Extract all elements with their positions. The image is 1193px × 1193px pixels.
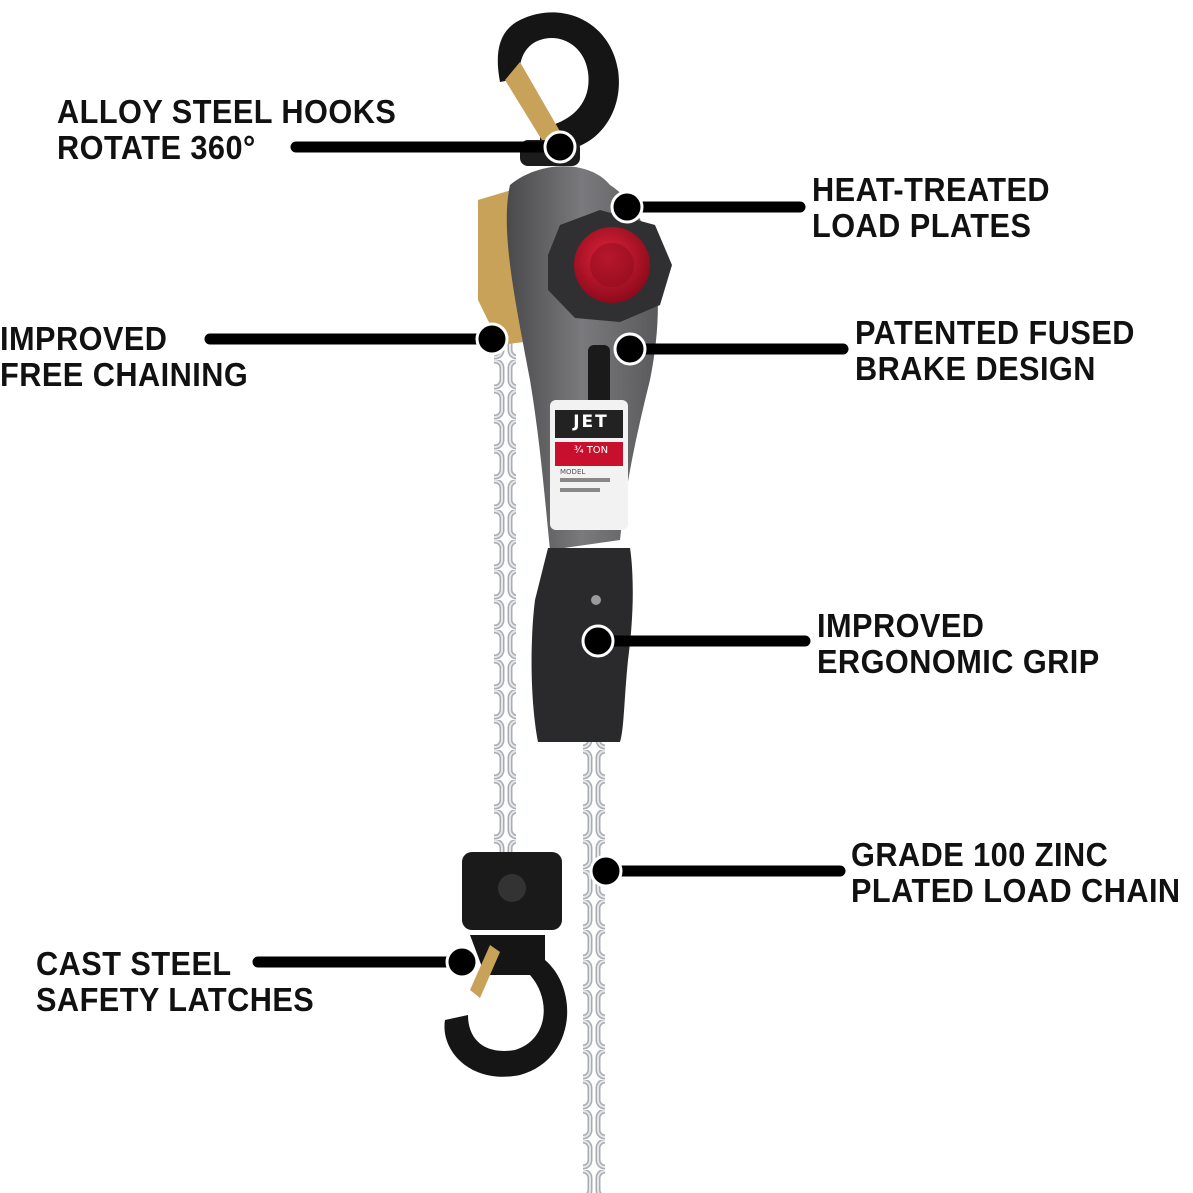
callout-brake-line1: PATENTED FUSED [855, 314, 1135, 351]
callout-latches-line1: CAST STEEL [36, 945, 232, 982]
callout-dot-icon [613, 332, 647, 366]
callout-dot-icon [475, 322, 509, 356]
callout-load-chain-line2: PLATED LOAD CHAIN [851, 872, 1181, 909]
callout-load-plates-line1: HEAT-TREATED [812, 171, 1051, 208]
nameplate-model: MODEL [560, 468, 586, 476]
callout-dot-icon [543, 130, 577, 164]
brand-logo: JET [573, 412, 609, 432]
callout-hooks-line2: ROTATE 360° [57, 129, 256, 166]
callout-hooks-line1: ALLOY STEEL HOOKS [57, 93, 397, 130]
callout-load-chain: GRADE 100 ZINC PLATED LOAD CHAIN [851, 837, 1181, 909]
callout-latches-line2: SAFETY LATCHES [36, 981, 315, 1018]
callout-dot-icon [581, 624, 615, 658]
callout-dot-icon [610, 190, 644, 224]
callout-hooks: ALLOY STEEL HOOKS ROTATE 360° [57, 94, 396, 166]
callout-free-chaining-line2: FREE CHAINING [0, 356, 249, 393]
callout-grip-line2: ERGONOMIC GRIP [817, 643, 1100, 680]
callout-grip: IMPROVED ERGONOMIC GRIP [817, 608, 1100, 680]
callout-dot-icon [589, 854, 623, 888]
callout-load-plates-line2: LOAD PLATES [812, 207, 1032, 244]
callout-load-plates: HEAT-TREATED LOAD PLATES [812, 172, 1050, 244]
callout-free-chaining-line1: IMPROVED [0, 320, 168, 357]
nameplate-capacity: ¾ TON [573, 445, 609, 456]
callout-dot-icon [445, 945, 479, 979]
callout-load-chain-line1: GRADE 100 ZINC [851, 836, 1109, 873]
callout-brake: PATENTED FUSED BRAKE DESIGN [855, 315, 1135, 387]
bottom-hook [444, 852, 568, 1077]
load-chain [494, 340, 605, 1193]
callout-brake-line2: BRAKE DESIGN [855, 350, 1096, 387]
callout-latches: CAST STEEL SAFETY LATCHES [36, 946, 314, 1018]
callout-free-chaining: IMPROVED FREE CHAINING [0, 321, 248, 393]
hoist-housing [506, 166, 672, 550]
callout-grip-line1: IMPROVED [817, 607, 985, 644]
